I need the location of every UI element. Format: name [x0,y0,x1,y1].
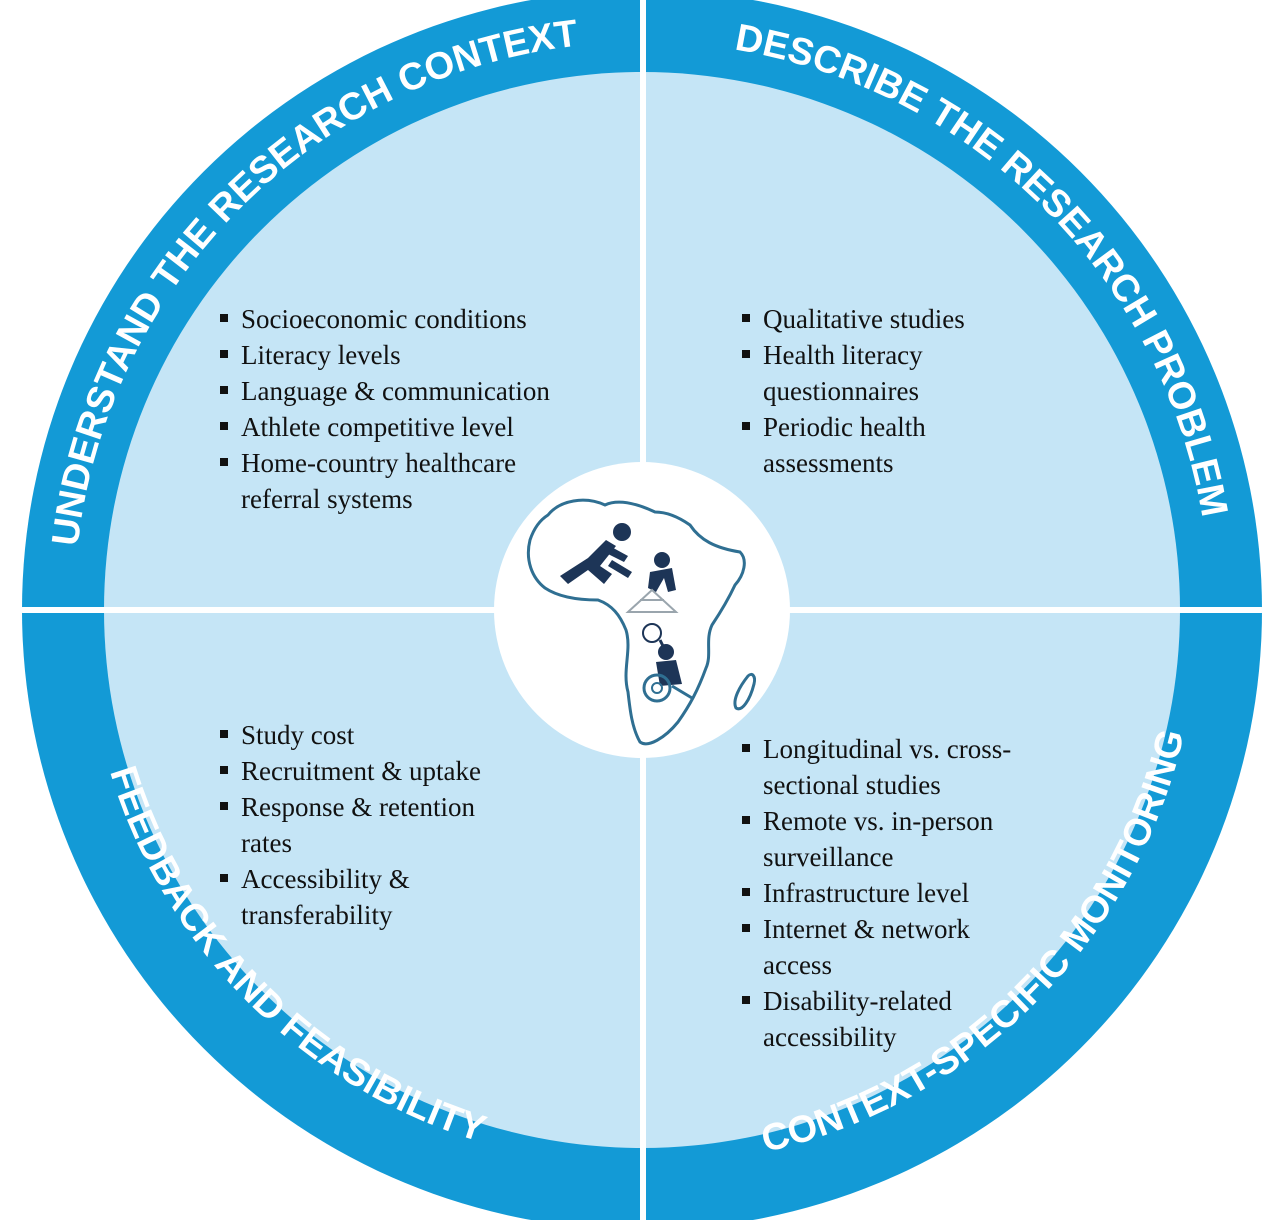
list-item: Language & communication [219,373,619,409]
quadrant-list-top-left: Socioeconomic conditions Literacy levels… [219,301,619,517]
africa-map-icon [526,498,746,746]
list-item: Remote vs. in-person surveillance [741,803,1043,875]
list-item: Athlete competitive level [219,409,619,445]
list-item: Socioeconomic conditions [219,301,619,337]
center-emblem [494,462,790,758]
list-item: Accessibility & transferability [219,861,461,933]
list-item: Qualitative studies [741,301,1011,337]
list-item: Longitudinal vs. cross-sectional studies [741,731,1063,803]
list-item: Internet & network access [741,911,1013,983]
list-item: Home-country healthcare referral systems [219,445,581,517]
list-item: Recruitment & uptake [219,753,539,789]
quadrant-list-bottom-left: Study cost Recruitment & uptake Response… [219,717,539,933]
list-item: Infrastructure level [741,875,1061,911]
quadrant-list-top-right: Qualitative studies Health literacy ques… [741,301,1011,481]
runner-icon [560,523,632,584]
list-item: Health literacy questionnaires [741,337,973,409]
madagascar-icon [733,672,756,711]
list-item: Periodic health assessments [741,409,983,481]
wheelchair-tennis-icon [642,623,693,703]
quadrant-list-bottom-right: Longitudinal vs. cross-sectional studies… [741,731,1061,1055]
hurdler-icon [625,552,679,613]
list-item: Response & retention rates [219,789,531,861]
list-item: Disability-related accessibility [741,983,1003,1055]
list-item: Literacy levels [219,337,619,373]
list-item: Study cost [219,717,539,753]
